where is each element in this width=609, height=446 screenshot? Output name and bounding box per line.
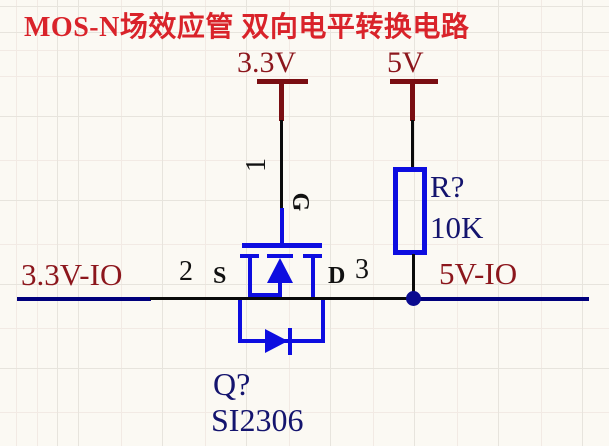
mosfet-source-pin-name: S <box>213 263 227 289</box>
power-bar-icon-3v3[interactable] <box>242 79 322 129</box>
mosfet-symbol[interactable] <box>238 208 328 355</box>
power-net-label-3v3[interactable]: 3.3V <box>237 46 297 79</box>
power-bar-stem-5v <box>410 83 415 121</box>
wire-resistor-to-junction[interactable] <box>412 254 415 299</box>
mosfet-drain-pin-number: 3 <box>355 254 369 285</box>
body-diode-left-wire <box>238 299 242 343</box>
mosfet-source-leg <box>248 257 252 298</box>
wire-net-5v-io[interactable] <box>413 297 589 301</box>
body-diode-right-wire <box>321 299 325 343</box>
power-bar-top-3v3 <box>257 79 308 84</box>
mosfet-gate-bar <box>242 243 322 248</box>
mosfet-gate-pin-number: 1 <box>241 158 272 172</box>
mosfet-channel-dash-left <box>240 254 259 258</box>
wire-junction-dot[interactable] <box>406 291 421 306</box>
power-net-label-5v[interactable]: 5V <box>387 46 424 79</box>
net-label-3v3-io[interactable]: 3.3V-IO <box>21 257 123 292</box>
mosfet-designator[interactable]: Q? <box>213 366 251 402</box>
net-label-5v-io[interactable]: 5V-IO <box>439 256 518 291</box>
body-diode-triangle-icon <box>265 329 288 353</box>
resistor-body[interactable] <box>393 167 427 255</box>
power-bar-stem-3v3 <box>279 83 284 121</box>
mosfet-bulk-leg <box>278 281 282 297</box>
wire-source-drain-row[interactable] <box>150 297 414 300</box>
mosfet-part-number[interactable]: SI2306 <box>211 402 304 438</box>
wire-3v3-to-gate[interactable] <box>280 120 283 210</box>
wire-5v-to-resistor[interactable] <box>411 120 414 168</box>
mosfet-bulk-source-link <box>248 293 282 297</box>
schematic-title[interactable]: MOS-N场效应管 双向电平转换电路 <box>24 12 470 43</box>
power-bar-top-5v <box>390 79 438 84</box>
mosfet-bulk-arrow-icon <box>267 258 293 283</box>
mosfet-gate-pin-line <box>280 208 284 246</box>
mosfet-drain-leg <box>311 257 315 298</box>
wire-net-3v3-io[interactable] <box>17 297 151 301</box>
resistor-value[interactable]: 10K <box>430 210 484 245</box>
mosfet-channel-dash-middle <box>267 254 293 258</box>
mosfet-source-pin-number: 2 <box>179 256 193 287</box>
resistor-designator[interactable]: R? <box>430 169 465 204</box>
mosfet-drain-pin-name: D <box>328 263 346 289</box>
mosfet-channel-dash-right <box>303 254 322 258</box>
power-bar-icon-5v[interactable] <box>390 79 438 129</box>
body-diode-cathode-bar <box>288 328 292 355</box>
